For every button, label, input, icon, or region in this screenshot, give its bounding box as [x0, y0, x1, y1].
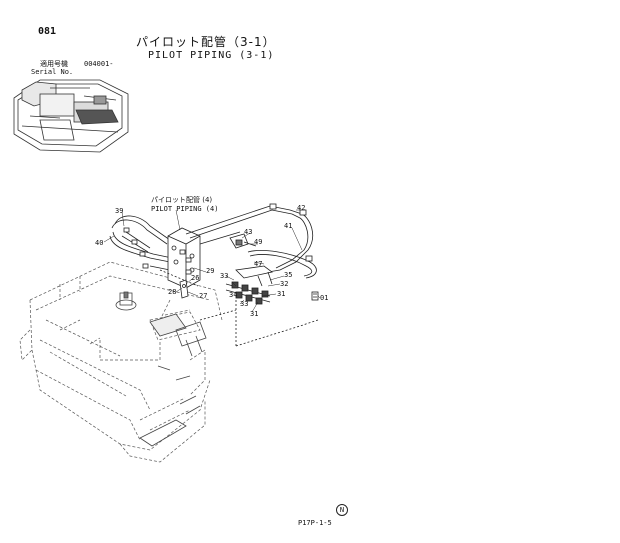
part-label-33-upper: 33 [220, 272, 228, 280]
part-label-31-right: 31 [277, 290, 285, 298]
callout-label-japanese: パイロット配管 (4) [151, 196, 213, 204]
serial-label-english: Serial No. [31, 68, 74, 76]
part-label-35: 35 [284, 271, 292, 279]
part-label-40: 40 [95, 239, 103, 247]
callout-label-english: PILOT PIPING (4) [151, 205, 219, 213]
part-label-26: 26 [191, 274, 199, 282]
leader-lines [103, 209, 321, 313]
part-number-labels: 39 40 42 41 43 49 29 26 28 27 47 33 35 3… [95, 204, 328, 318]
part-label-27: 27 [199, 292, 207, 300]
part-label-49: 49 [254, 238, 262, 246]
part-label-01: 01 [320, 294, 328, 302]
machine-details [115, 291, 207, 447]
footer-code: P17P-1-5 [298, 519, 332, 527]
machine-body [19, 261, 223, 463]
machine-thumbnail [13, 79, 129, 153]
serial-value: 004001- [84, 60, 114, 68]
part-label-41: 41 [284, 222, 292, 230]
title-english: PILOT PIPING (3-1) [148, 50, 275, 61]
serial-label-japanese: 適用号機 [40, 60, 68, 68]
part-label-31-lower: 31 [250, 310, 258, 318]
footer-mark: N [336, 504, 348, 516]
part-label-33-lower: 33 [240, 300, 248, 308]
page-number: 081 [38, 26, 57, 37]
part-label-32: 32 [280, 280, 288, 288]
part-label-28: 28 [168, 288, 176, 296]
part-label-34: 34 [229, 291, 237, 299]
part-label-47: 47 [254, 260, 262, 268]
part-label-29: 29 [206, 267, 214, 275]
part-label-43: 43 [244, 228, 252, 236]
part-label-39: 39 [115, 207, 123, 215]
part-label-42: 42 [297, 204, 305, 212]
title-japanese: パイロット配管（3-1） [136, 35, 276, 49]
